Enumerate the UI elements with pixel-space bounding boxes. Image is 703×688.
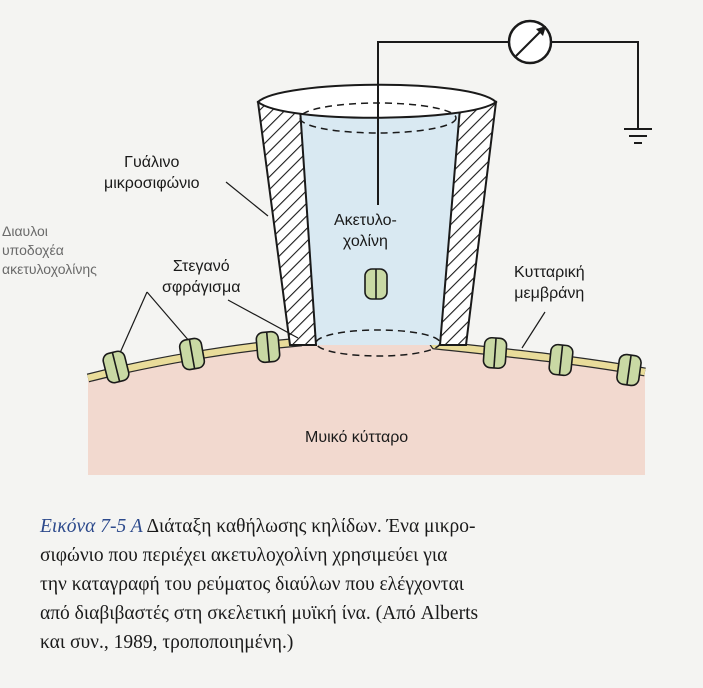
pipette-solution — [300, 110, 460, 345]
caption-line-1: Διάταξη καθήλωσης κηλίδων. Ένα μικρο- — [146, 516, 476, 537]
membrane-label: Κυτταρική μεμβράνη — [514, 264, 585, 302]
pointer-membrane — [521, 311, 546, 349]
acetylcholine-label: Ακετυλο- χολίνη — [334, 212, 397, 250]
channel-5 — [482, 336, 508, 370]
electrode-wire — [377, 41, 508, 205]
ground-icon — [624, 128, 652, 144]
pointer-channels-2 — [146, 291, 191, 343]
figure-number: Εικόνα 7-5 Α — [40, 516, 143, 537]
receptor-channels — [102, 268, 642, 387]
caption-line-4: από διαβιβαστές στη σκελετική μυϊκή ίνα.… — [40, 603, 479, 624]
seal-label: Στεγανό σφράγισμα — [162, 258, 241, 296]
pointer-channels — [115, 291, 148, 363]
figure-caption: Εικόνα 7-5 Α Διάταξη καθήλωσης κηλίδων. … — [40, 512, 680, 657]
pointer-pipette — [225, 181, 269, 217]
channel-6 — [548, 343, 574, 377]
channel-1 — [102, 350, 130, 384]
pipette-label: Γυάλινο μικροσιφώνιο — [104, 154, 200, 192]
pointer-seal — [227, 299, 299, 339]
caption-line-3: την καταγραφή του ρεύματος διαύλων που ε… — [40, 574, 465, 595]
caption-line-2: σιφώνιο που περιέχει ακετυλοχολίνη χρησι… — [40, 545, 448, 566]
patch-clamp-diagram — [86, 19, 652, 475]
channel-2 — [178, 337, 206, 371]
ground-wire — [552, 41, 639, 128]
caption-line-5: και συν., 1989, τροποποιημένη.) — [40, 632, 294, 653]
muscle-cell — [88, 282, 645, 475]
ammeter-icon — [507, 19, 553, 65]
channels-label: Διαυλοι υποδοχέα ακετυλοχολίνης — [2, 223, 97, 277]
channel-7 — [616, 353, 642, 387]
channel-4 — [364, 268, 388, 300]
muscle-cell-label: Μυικό κύτταρο — [305, 429, 409, 446]
channel-3 — [255, 330, 281, 364]
